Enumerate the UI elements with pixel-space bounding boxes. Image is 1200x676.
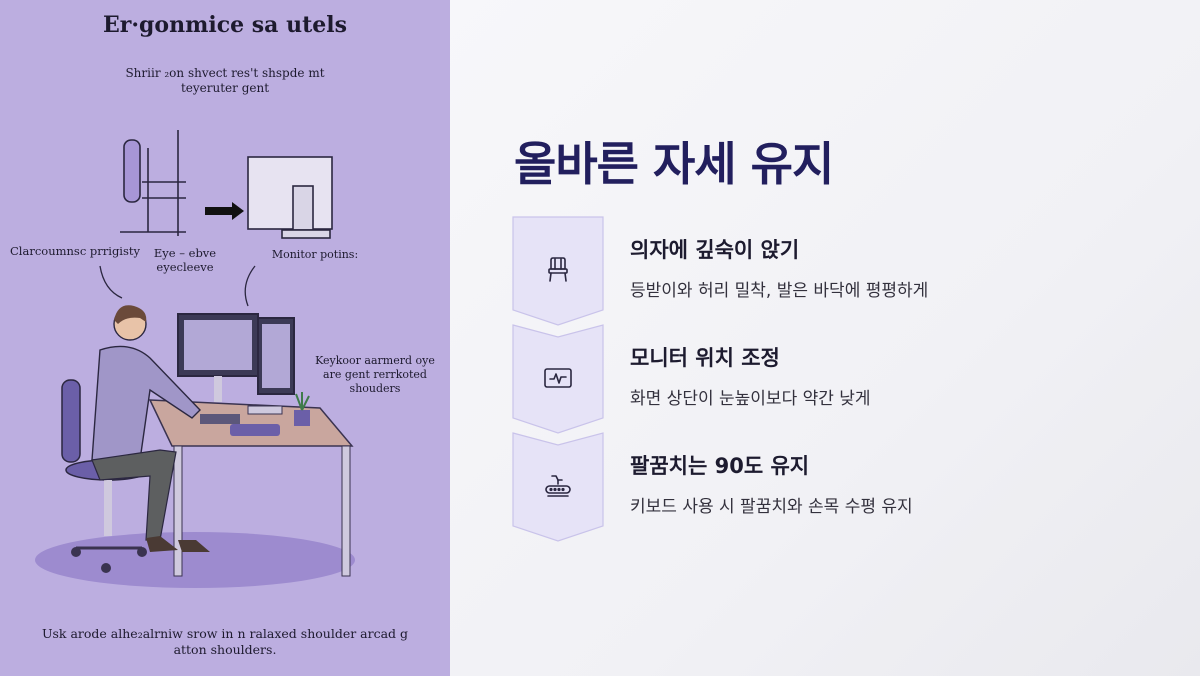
list-item-chair: 의자에 깊숙이 앉기 등받이와 허리 밀착, 발은 바닥에 평평하게: [512, 216, 1152, 326]
item-description: 키보드 사용 시 팔꿈치와 손목 수평 유지: [630, 497, 913, 517]
list-item-monitor: 모니터 위치 조정 화면 상단이 눈높이보다 약간 낮게: [512, 324, 1152, 434]
illustration-caption: Usk arode alhe₂alrniw srow in n ralaxed …: [41, 626, 409, 657]
chevron-shape: [512, 432, 604, 542]
keyboard-arm-icon: [545, 475, 571, 497]
chevron-shape: [512, 216, 604, 326]
item-description: 등받이와 허리 밀착, 발은 바닥에 평평하게: [630, 281, 929, 301]
illustration-note-eye: Eye – ebve eyecleeve: [153, 246, 217, 275]
ergonomic-desk-illustration: [35, 130, 355, 588]
illustration-panel: Er·gonmice sa utels Shriir ₂on shvect re…: [0, 0, 450, 676]
illustration-note-monitor: Monitor potins:: [271, 248, 359, 261]
illustration-title: Er·gonmice sa utels: [103, 12, 347, 38]
item-description: 화면 상단이 눈높이보다 약간 낮게: [630, 389, 871, 409]
illustration-note-keyboard: Keykoor aarmerd oye are gent rerrkoted s…: [315, 354, 435, 395]
monitor-icon: [544, 368, 572, 388]
chair-icon: [548, 257, 568, 282]
item-title: 팔꿈치는 90도 유지: [630, 454, 810, 478]
item-title: 의자에 깊숙이 앉기: [630, 238, 800, 262]
item-title: 모니터 위치 조정: [630, 346, 780, 370]
illustration-subtitle: Shriir ₂on shvect res't shspde mt teyeru…: [125, 66, 325, 95]
list-item-elbow: 팔꿈치는 90도 유지 키보드 사용 시 팔꿈치와 손목 수평 유지: [512, 432, 1152, 542]
slide-content: 올바른 자세 유지 의자에 깊숙이 앉기 등받이와 허리 밀착, 발은 바닥에 …: [450, 0, 1200, 676]
slide-title: 올바른 자세 유지: [514, 137, 834, 191]
illustration-note-chair: Clarcoumnsc prrigisty: [10, 244, 141, 258]
